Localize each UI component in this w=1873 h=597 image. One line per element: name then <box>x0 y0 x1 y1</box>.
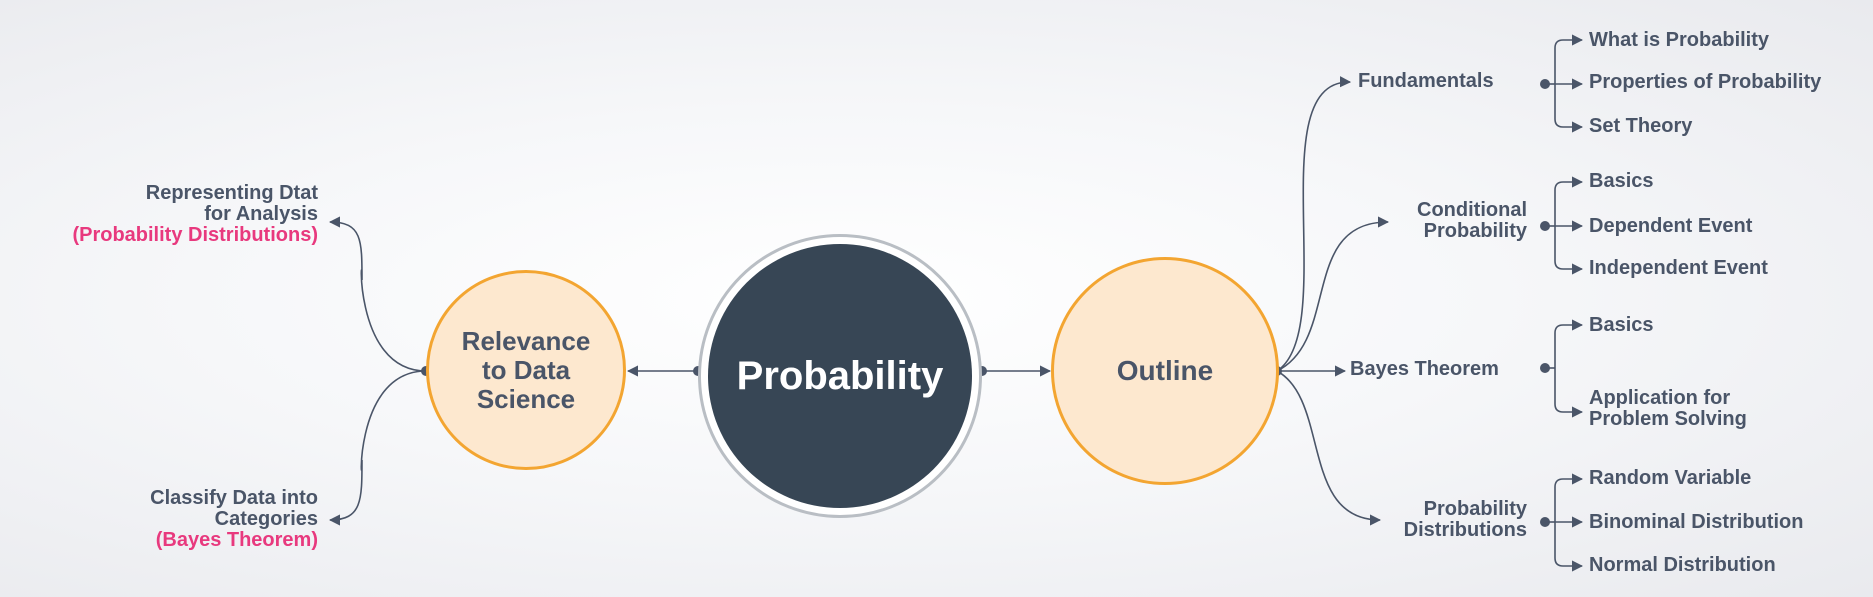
leaf-normal-distribution[interactable]: Normal Distribution <box>1589 555 1776 576</box>
topic-fundamentals-label: Fundamentals <box>1358 70 1494 92</box>
relevance-node-line-2: to Data <box>481 354 571 385</box>
topic-bayes-label: Bayes Theorem <box>1350 358 1499 380</box>
connector-outline-to-fundamentals <box>1276 76 1352 372</box>
bracket-distributions-leaf-2 <box>1554 522 1584 572</box>
bracket-conditional-leaf-0 <box>1554 176 1584 226</box>
relevance-node-line-3: Science <box>476 383 576 414</box>
outline-node-label: Outline <box>1116 355 1214 386</box>
connector-outline-to-conditional <box>1276 216 1390 372</box>
center-node[interactable]: Probability <box>708 244 972 508</box>
left-item-representing-data[interactable]: Representing Dtat for Analysis (Probabil… <box>72 183 318 246</box>
bracket-bayes-leaf-0 <box>1554 319 1584 368</box>
bracket-fundamentals-leaf-0 <box>1554 34 1584 84</box>
leaf-label: Basics <box>1589 170 1654 192</box>
topic-bayes-theorem[interactable]: Bayes Theorem <box>1350 359 1499 380</box>
topic-fundamentals[interactable]: Fundamentals <box>1358 71 1494 92</box>
leaf-what-is-probability[interactable]: What is Probability <box>1589 30 1769 51</box>
leaf-label: Set Theory <box>1589 115 1693 137</box>
left-item-1-highlight: (Probability Distributions) <box>72 224 318 246</box>
topic-distributions-line-2: Distributions <box>1403 519 1527 541</box>
relevance-node[interactable]: Relevance to Data Science <box>426 270 626 470</box>
leaf-random-variable[interactable]: Random Variable <box>1589 468 1751 489</box>
left-item-2-line-2: Categories <box>214 508 318 530</box>
bracket-fundamentals-leaf-2 <box>1554 84 1584 133</box>
left-item-1-line-1: Representing Dtat <box>145 182 318 204</box>
center-node-label: Probability <box>736 353 944 398</box>
topic-conditional-line-2: Probability <box>1423 220 1527 242</box>
leaf-binominal-distribution[interactable]: Binominal Distribution <box>1589 512 1803 533</box>
leaf-conditional-basics[interactable]: Basics <box>1589 171 1654 192</box>
leaf-label: Random Variable <box>1589 467 1752 489</box>
leaf-label: Basics <box>1589 314 1654 336</box>
outline-node[interactable]: Outline <box>1051 257 1279 485</box>
bracket-bayes-leaf-1 <box>1554 368 1584 418</box>
connector-relevance-to-item-1 <box>328 216 427 372</box>
leaf-label: Normal Distribution <box>1589 554 1776 576</box>
leaf-label: Independent Event <box>1589 257 1768 279</box>
topic-conditional-line-1: Conditional <box>1417 199 1527 221</box>
topic-probability-distributions[interactable]: Probability Distributions <box>1404 499 1527 541</box>
bracket-conditional-leaf-2 <box>1554 226 1584 275</box>
leaf-bayes-basics[interactable]: Basics <box>1589 315 1654 336</box>
left-item-1-line-2: for Analysis <box>204 203 318 225</box>
topic-conditional-probability[interactable]: Conditional Probability <box>1417 200 1527 242</box>
leaf-application-problem-solving[interactable]: Application for Problem Solving <box>1589 388 1789 430</box>
left-item-2-line-1: Classify Data into <box>150 487 318 509</box>
leaf-independent-event[interactable]: Independent Event <box>1589 258 1768 279</box>
leaf-label: Dependent Event <box>1589 215 1753 237</box>
leaf-properties-of-probability[interactable]: Properties of Probability <box>1589 72 1821 93</box>
topic-distributions-line-1: Probability <box>1423 498 1527 520</box>
leaf-set-theory[interactable]: Set Theory <box>1589 116 1692 137</box>
leaf-label: Binominal Distribution <box>1589 511 1804 533</box>
leaf-label: Properties of Probability <box>1589 71 1822 93</box>
leaf-dependent-event[interactable]: Dependent Event <box>1589 216 1752 237</box>
left-item-2-highlight: (Bayes Theorem) <box>155 529 318 551</box>
leaf-label: Application for Problem Solving <box>1589 387 1747 430</box>
bracket-distributions-leaf-0 <box>1554 473 1584 522</box>
connector-outline-to-distributions <box>1276 370 1382 526</box>
relevance-node-line-1: Relevance <box>461 325 591 356</box>
leaf-label: What is Probability <box>1589 29 1770 51</box>
connector-relevance-to-item-2 <box>328 370 427 526</box>
center-node-ring: Probability <box>698 234 982 518</box>
left-item-classify-data[interactable]: Classify Data into Categories (Bayes The… <box>150 488 318 551</box>
